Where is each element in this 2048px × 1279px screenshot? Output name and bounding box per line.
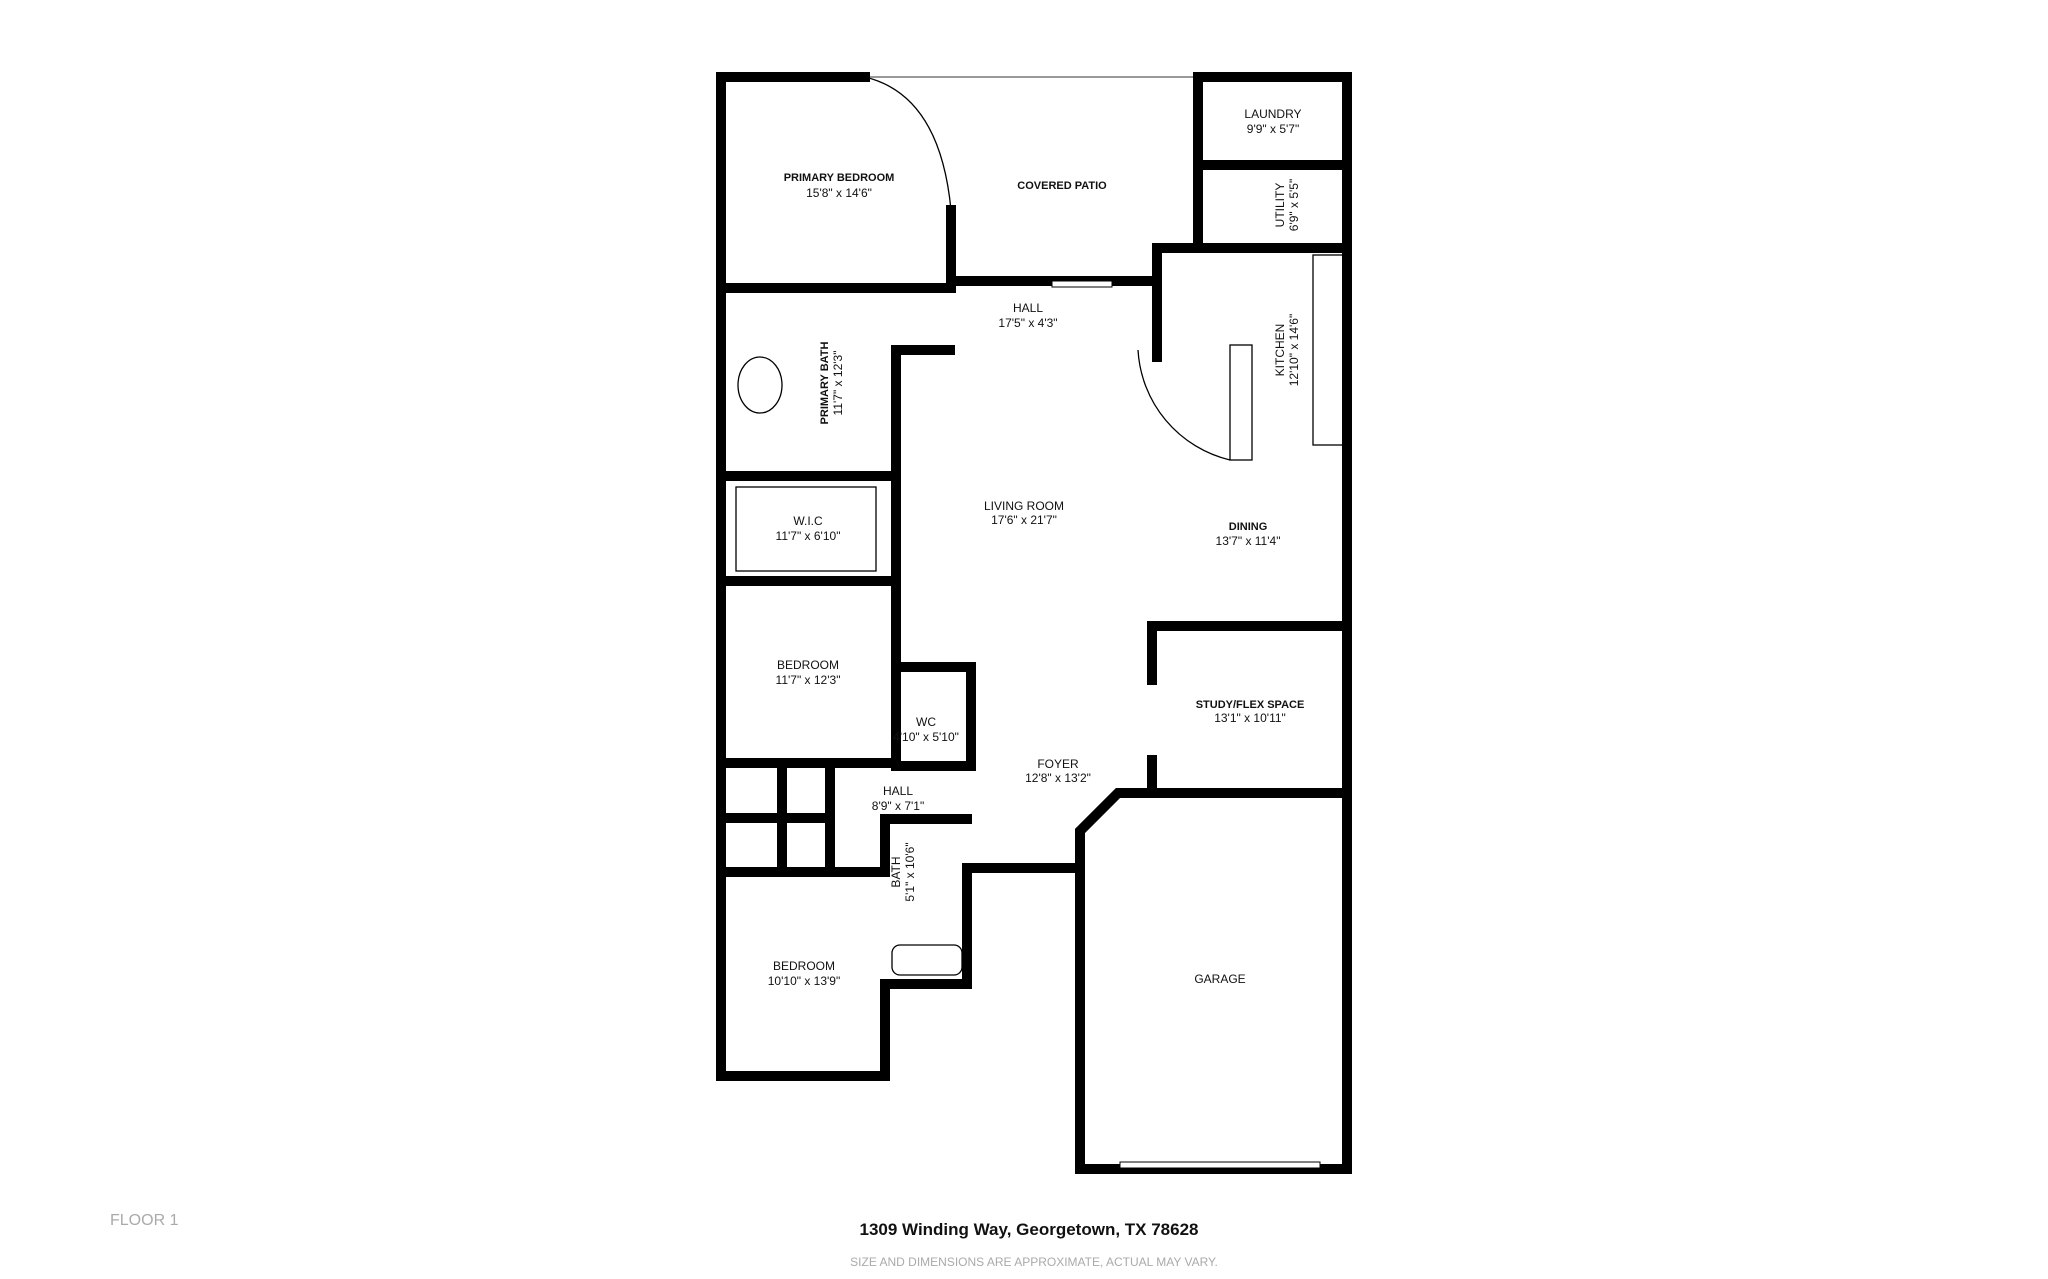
foyer-name: FOYER [1037,757,1079,771]
study-dim: 13'1" x 10'11" [1214,711,1286,725]
laundry-dim: 9'9" x 5'7" [1247,122,1299,136]
kitchen-dim: 12'10" x 14'6" [1287,314,1301,387]
bedroom-3-name: BEDROOM [773,959,835,973]
hall-upper-name: HALL [1013,301,1043,315]
wic-name: W.I.C [793,514,823,528]
dining-name: DINING [1229,521,1268,533]
wic-dim: 11'7" x 6'10" [776,529,841,543]
wc-name: WC [916,715,936,729]
floor-label: FLOOR 1 [110,1212,179,1229]
bedroom-3-dim: 10'10" x 13'9" [768,974,841,988]
address: 1309 Winding Way, Georgetown, TX 78628 [859,1220,1199,1239]
bath-dim: 5'1" x 10'6" [903,842,917,901]
study-name: STUDY/FLEX SPACE [1196,699,1305,711]
hall-upper-dim: 17'5" x 4'3" [998,316,1057,330]
walls [716,72,1352,1174]
foyer-dim: 12'8" x 13'2" [1025,771,1091,785]
fixtures [735,76,1344,1169]
living-room-dim: 17'6" x 21'7" [991,513,1057,527]
disclaimer: SIZE AND DIMENSIONS ARE APPROXIMATE, ACT… [850,1255,1218,1269]
laundry-name: LAUNDRY [1244,107,1301,121]
bedroom-2-name: BEDROOM [777,658,839,672]
dining-dim: 13'7" x 11'4" [1216,534,1281,548]
hall-lower-dim: 8'9" x 7'1" [872,799,924,813]
bath-name: BATH [889,856,903,887]
utility-name: UTILITY [1273,183,1287,228]
primary-bedroom-name: PRIMARY BEDROOM [784,172,895,184]
kitchen-name: KITCHEN [1273,324,1287,377]
covered-patio-name: COVERED PATIO [1017,180,1107,192]
utility-dim: 6'9" x 5'5" [1287,179,1301,231]
living-room-name: LIVING ROOM [984,499,1064,513]
wc-dim: 4'10" x 5'10" [893,730,959,744]
room-labels: PRIMARY BEDROOM 15'8" x 14'6" COVERED PA… [768,107,1305,988]
bedroom-2-dim: 11'7" x 12'3" [776,673,841,687]
primary-bath-dim: 11'7" x 12'3" [831,351,845,416]
primary-bath-name: PRIMARY BATH [819,341,831,424]
garage-name: GARAGE [1194,972,1245,986]
primary-bedroom-dim: 15'8" x 14'6" [806,186,872,200]
hall-lower-name: HALL [883,784,913,798]
